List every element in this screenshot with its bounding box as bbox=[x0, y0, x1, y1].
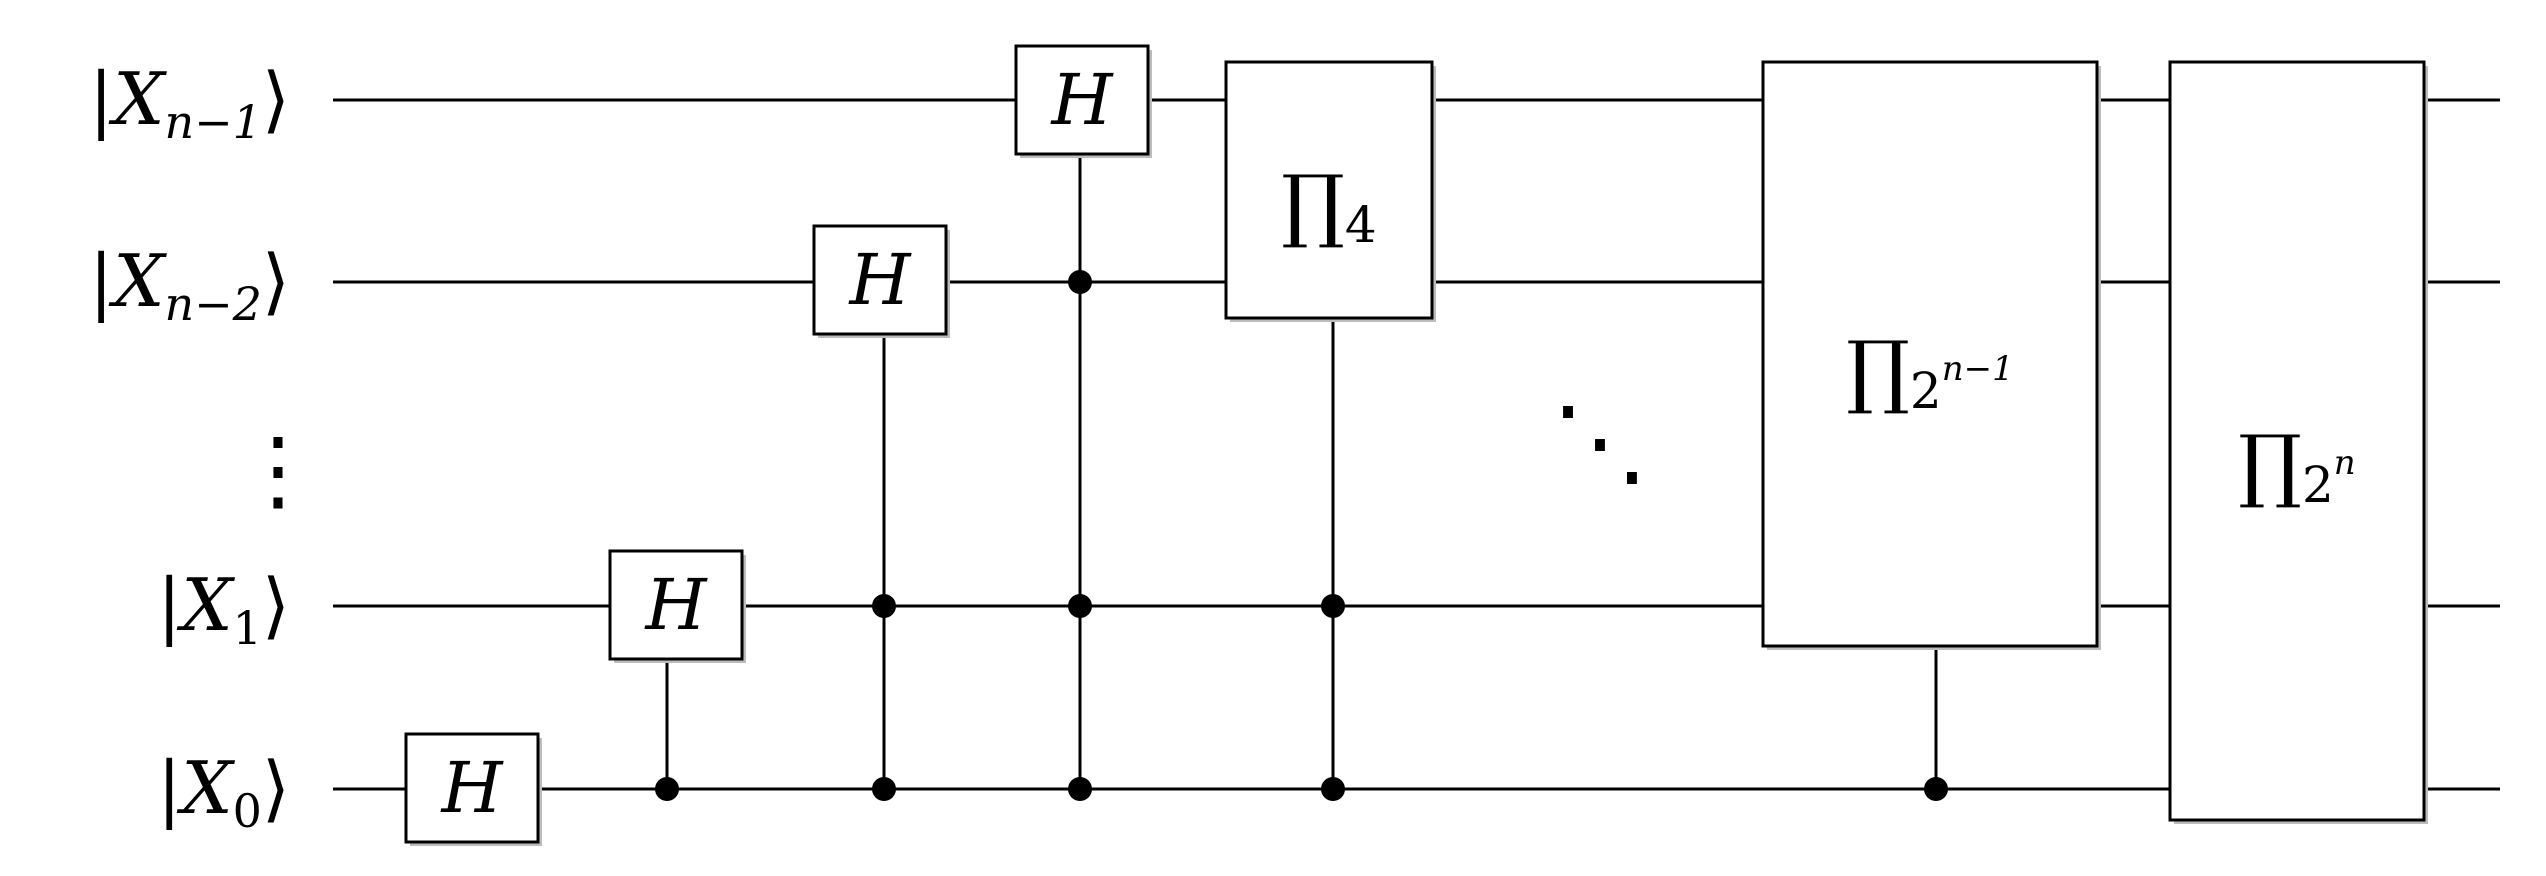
pi-2-n-label: ∏2n bbox=[2238, 418, 2355, 514]
h-gate-label: H bbox=[643, 564, 708, 646]
pi-2-n-minus-1-gate: ∏2n−1 bbox=[1761, 60, 2101, 650]
pi-4-label: ∏4 bbox=[1281, 158, 1376, 254]
pi-2-n-minus-1-label: ∏2n−1 bbox=[1846, 324, 2014, 420]
control-dot bbox=[1068, 270, 1092, 294]
qubit-label-x-n-2: |Xn−2⟩ bbox=[89, 239, 290, 331]
h-gate-label: H bbox=[1049, 59, 1114, 141]
vertical-ellipsis: ⋮ bbox=[234, 418, 322, 521]
control-dot bbox=[1321, 594, 1345, 618]
pi-4-gate: ∏4 bbox=[1224, 60, 1436, 322]
control-dot bbox=[1321, 777, 1345, 801]
pi-2-n-gate: ∏2n bbox=[2168, 60, 2428, 824]
diagonal-ellipsis: ⋱ bbox=[1552, 386, 1648, 498]
h-gate-label: H bbox=[847, 239, 912, 321]
h-gate-x1: H bbox=[608, 549, 746, 663]
control-dot bbox=[1068, 594, 1092, 618]
h-gate-x-n-2: H bbox=[812, 224, 950, 338]
qubit-label-x-0: |X0⟩ bbox=[157, 746, 290, 838]
control-dot bbox=[872, 594, 896, 618]
control-dot bbox=[655, 777, 679, 801]
h-gate-x-n-1: H bbox=[1014, 44, 1152, 158]
control-dot bbox=[872, 777, 896, 801]
qubit-label-x-n-1: |Xn−1⟩ bbox=[89, 57, 290, 149]
qubit-label-x-1: |X1⟩ bbox=[157, 563, 290, 655]
h-gate-label: H bbox=[439, 747, 504, 829]
control-dot bbox=[1924, 777, 1948, 801]
control-lines bbox=[665, 145, 1938, 789]
control-dot bbox=[1068, 777, 1092, 801]
h-gate-x0: H bbox=[404, 732, 542, 846]
control-dots bbox=[655, 270, 1948, 801]
